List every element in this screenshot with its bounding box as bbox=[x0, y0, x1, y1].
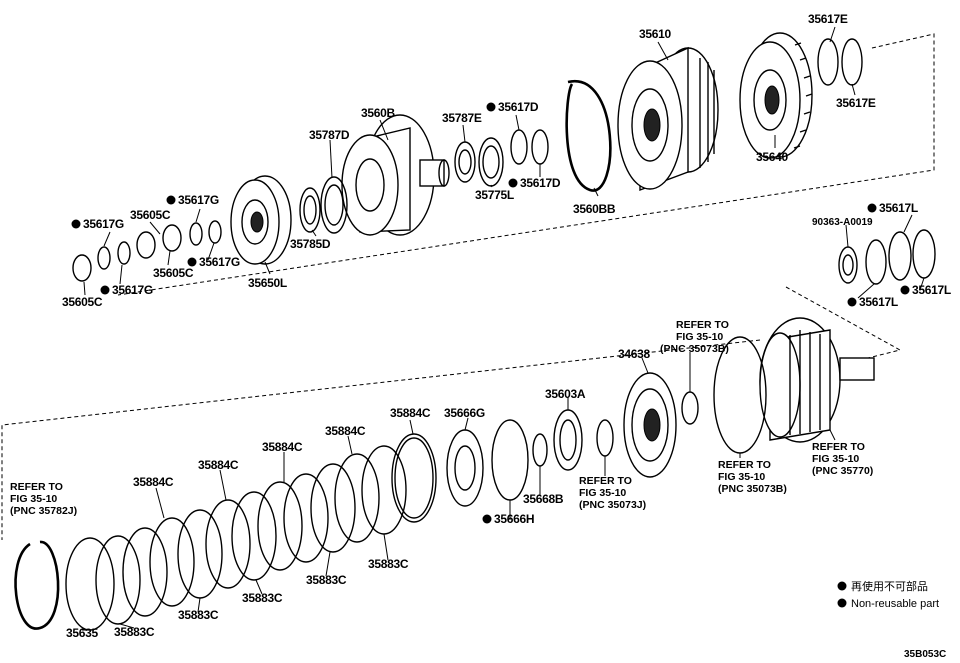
label-35605C-top[interactable]: 35605C bbox=[130, 208, 171, 222]
part-35073J-ring[interactable] bbox=[596, 419, 614, 457]
leader-lines bbox=[82, 26, 925, 631]
label-35650L[interactable]: 35650L bbox=[248, 276, 287, 290]
part-35782J-snap-ring[interactable] bbox=[14, 540, 60, 630]
svg-text:FIG 35-10: FIG 35-10 bbox=[579, 487, 626, 499]
part-35640-gear-hub[interactable] bbox=[739, 32, 813, 159]
part-90363-A0019-bearing[interactable] bbox=[838, 246, 858, 284]
label-35617G-left[interactable]: 35617G bbox=[83, 217, 124, 231]
part-35617G-and-35605C-small-rings[interactable] bbox=[72, 220, 222, 282]
label-35617E-top[interactable]: 35617E bbox=[808, 12, 848, 26]
part-35668B-snap-ring[interactable] bbox=[532, 433, 548, 467]
label-35617E-bottom[interactable]: 35617E bbox=[836, 96, 876, 110]
svg-text:(PNC 35073J): (PNC 35073J) bbox=[579, 499, 646, 511]
svg-text:FIG 35-10: FIG 35-10 bbox=[812, 453, 859, 465]
label-35883C-1[interactable]: 35883C bbox=[114, 625, 155, 639]
label-35883C-3[interactable]: 35883C bbox=[242, 591, 283, 605]
label-35617G-top[interactable]: 35617G bbox=[178, 193, 219, 207]
label-35785D[interactable]: 35785D bbox=[290, 237, 331, 251]
legend: 再使用不可部品 Non-reusable part bbox=[837, 579, 939, 610]
svg-text:(PNC 35073B): (PNC 35073B) bbox=[660, 343, 729, 355]
label-35617D-top[interactable]: 35617D bbox=[498, 100, 539, 114]
label-35787E[interactable]: 35787E bbox=[442, 111, 482, 125]
label-35883C-2[interactable]: 35883C bbox=[178, 608, 219, 622]
label-35605C-mid[interactable]: 35605C bbox=[153, 266, 194, 280]
label-3560B[interactable]: 3560B bbox=[361, 106, 396, 120]
label-35666G[interactable]: 35666G bbox=[444, 406, 485, 420]
svg-text:REFER TO: REFER TO bbox=[676, 319, 729, 331]
label-35617G-bottom[interactable]: 35617G bbox=[112, 283, 153, 297]
label-35883C-4[interactable]: 35883C bbox=[306, 573, 347, 587]
part-35617L-rings[interactable] bbox=[865, 229, 936, 285]
label-35884C-1[interactable]: 35884C bbox=[133, 475, 174, 489]
label-35883C-5[interactable]: 35883C bbox=[368, 557, 409, 571]
part-35617D-rings[interactable] bbox=[510, 129, 549, 165]
assembly-axis-lines bbox=[1, 33, 935, 540]
label-35884C-2[interactable]: 35884C bbox=[198, 458, 239, 472]
part-35666G-retainer[interactable] bbox=[446, 429, 484, 507]
part-35617E-snap-rings[interactable] bbox=[817, 38, 863, 86]
label-35635[interactable]: 35635 bbox=[66, 626, 99, 640]
legend-dot-icon bbox=[837, 581, 847, 591]
svg-text:REFER TO: REFER TO bbox=[718, 459, 771, 471]
diagram-code: 35B053C bbox=[904, 649, 946, 660]
part-35770-clutch-drum[interactable] bbox=[759, 317, 875, 443]
refer-note-35770[interactable]: REFER TO FIG 35-10 (PNC 35770) bbox=[812, 441, 873, 477]
refer-note-35073J[interactable]: REFER TO FIG 35-10 (PNC 35073J) bbox=[579, 475, 646, 511]
part-34638-piston[interactable] bbox=[623, 372, 677, 478]
label-35884C-4[interactable]: 35884C bbox=[325, 424, 366, 438]
label-35617G-mid[interactable]: 35617G bbox=[199, 255, 240, 269]
part-35650L-clutch-hub[interactable] bbox=[230, 175, 292, 265]
part-35666H-o-ring[interactable] bbox=[491, 419, 529, 501]
part-3560BB-snap-ring[interactable] bbox=[565, 80, 612, 192]
part-35787D-thrust-bearing[interactable] bbox=[320, 176, 348, 234]
part-35073B-small-o-ring[interactable] bbox=[681, 391, 699, 425]
svg-text:FIG 35-10: FIG 35-10 bbox=[718, 471, 765, 483]
label-35617L-top[interactable]: 35617L bbox=[879, 201, 918, 215]
part-35603A-spring[interactable] bbox=[553, 409, 583, 471]
label-35884C-3[interactable]: 35884C bbox=[262, 440, 303, 454]
part-labels: 35610 35617E 35617E 35640 3560B 35787D 3… bbox=[62, 12, 951, 640]
label-35884C-5[interactable]: 35884C bbox=[390, 406, 431, 420]
legend-japanese: 再使用不可部品 bbox=[851, 579, 928, 593]
label-35603A[interactable]: 35603A bbox=[545, 387, 586, 401]
svg-text:REFER TO: REFER TO bbox=[812, 441, 865, 453]
label-35617D-bottom[interactable]: 35617D bbox=[520, 176, 561, 190]
svg-text:REFER TO: REFER TO bbox=[579, 475, 632, 487]
label-35668B[interactable]: 35668B bbox=[523, 492, 564, 506]
label-35666H[interactable]: 35666H bbox=[494, 512, 535, 526]
label-35775L[interactable]: 35775L bbox=[475, 188, 514, 202]
svg-text:(PNC 35073B): (PNC 35073B) bbox=[718, 483, 787, 495]
legend-english: Non-reusable part bbox=[851, 598, 939, 610]
svg-text:(PNC 35782J): (PNC 35782J) bbox=[10, 505, 77, 517]
legend-dot-icon bbox=[837, 598, 847, 608]
label-35640[interactable]: 35640 bbox=[756, 150, 789, 164]
part-35787E-washer[interactable] bbox=[454, 141, 476, 183]
label-35617L-bottom-left[interactable]: 35617L bbox=[859, 295, 898, 309]
svg-text:(PNC 35770): (PNC 35770) bbox=[812, 465, 873, 477]
label-35617L-bottom-right[interactable]: 35617L bbox=[912, 283, 951, 297]
label-3560BB[interactable]: 3560BB bbox=[573, 202, 616, 216]
label-34638[interactable]: 34638 bbox=[618, 347, 651, 361]
svg-text:FIG 35-10: FIG 35-10 bbox=[10, 493, 57, 505]
refer-note-35782J[interactable]: REFER TO FIG 35-10 (PNC 35782J) bbox=[10, 481, 77, 517]
part-35785D-washer[interactable] bbox=[299, 187, 321, 233]
part-35775L-bearing[interactable] bbox=[478, 137, 504, 187]
svg-text:FIG 35-10: FIG 35-10 bbox=[676, 331, 723, 343]
refer-note-35073B-top[interactable]: REFER TO FIG 35-10 (PNC 35073B) bbox=[660, 319, 729, 355]
part-35610-clutch-drum[interactable] bbox=[617, 46, 719, 192]
label-35605C-bottom[interactable]: 35605C bbox=[62, 295, 103, 309]
label-35610[interactable]: 35610 bbox=[639, 27, 672, 41]
label-90363-A0019[interactable]: 90363-A0019 bbox=[812, 217, 873, 228]
svg-text:REFER TO: REFER TO bbox=[10, 481, 63, 493]
part-3560B-gear-assembly[interactable] bbox=[341, 114, 450, 236]
refer-note-35073B-mid[interactable]: REFER TO FIG 35-10 (PNC 35073B) bbox=[718, 459, 787, 495]
label-35787D[interactable]: 35787D bbox=[309, 128, 350, 142]
